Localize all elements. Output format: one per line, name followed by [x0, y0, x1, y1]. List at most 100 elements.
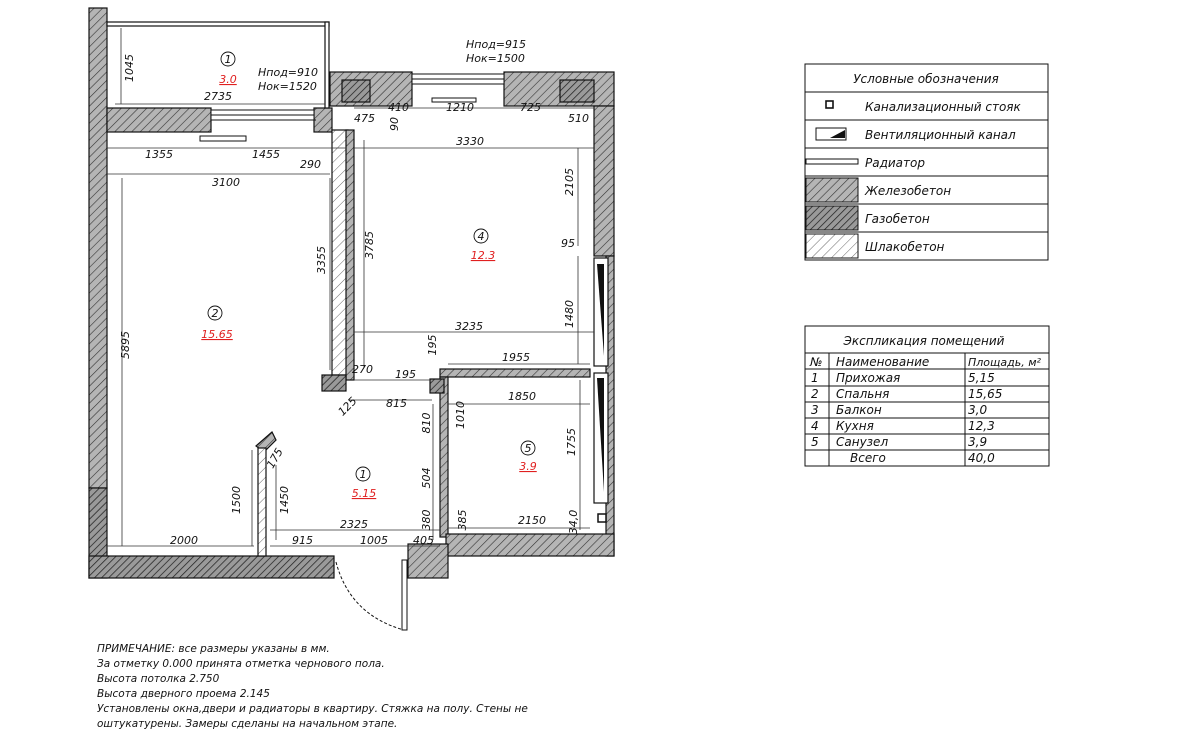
- radiator-kitchen: [431, 97, 477, 103]
- dim-3355: 3355: [315, 246, 328, 274]
- room-4-number: 4: [478, 230, 485, 243]
- room-1-circle: [355, 466, 371, 482]
- room-3-area: 3.0: [219, 73, 237, 86]
- row-2-name: Спальня: [836, 387, 889, 401]
- radiator-bedroom: [199, 135, 247, 142]
- dim-504: 504: [420, 468, 433, 489]
- sewer-riser-icon: [825, 100, 834, 109]
- entrance-door: [335, 559, 408, 631]
- legend-label-5: Шлакобетон: [865, 240, 945, 254]
- explication-header-area: Площадь, м²: [968, 356, 1042, 369]
- window-annotations: Нпод=910 Нок=1520 Нпод=915 Нок=1500: [258, 38, 526, 93]
- wall-balcony-side: [324, 21, 330, 109]
- dim-290: 290: [300, 158, 321, 171]
- dim-90: 90: [388, 117, 401, 131]
- dim-475: 475: [354, 112, 375, 125]
- dim-5895: 5895: [119, 331, 132, 359]
- column-right: [559, 79, 595, 103]
- row-1-name: Прихожая: [836, 371, 900, 385]
- room-1-area: 5.15: [352, 487, 377, 500]
- dim-2000: 2000: [170, 534, 198, 547]
- row-5-name: Санузел: [836, 435, 888, 449]
- partition-kitchen-left: [345, 129, 355, 381]
- dim-2735: 2735: [204, 90, 232, 103]
- room-2-area: 15.65: [201, 328, 233, 341]
- row-4-name: Кухня: [836, 419, 874, 433]
- dim-810: 810: [420, 413, 433, 434]
- dim-2150: 2150: [518, 514, 546, 527]
- kitchen-window-hpod: Нпод=915: [466, 38, 526, 51]
- wall-balcony-parapet: [106, 21, 330, 27]
- dim-1480: 1480: [563, 300, 576, 328]
- dim-1010: 1010: [454, 401, 467, 429]
- dim-3785: 3785: [363, 231, 376, 259]
- wall-bath-top: [439, 368, 591, 378]
- row-4-area: 12,3: [968, 419, 995, 433]
- radiator-icon: [805, 158, 859, 165]
- room-2-number: 2: [212, 307, 219, 320]
- note-line-3: Высота потолка 2.750: [97, 673, 220, 685]
- dim-175: 175: [264, 446, 286, 471]
- dim-195b: 195: [395, 368, 416, 381]
- dim-1955: 1955: [502, 351, 530, 364]
- dim-3235: 3235: [455, 320, 483, 333]
- wall-balcony-right: [313, 107, 333, 133]
- dim-1355: 1355: [145, 148, 173, 161]
- legend-label-2: Радиатор: [865, 156, 925, 170]
- wall-right: [593, 105, 615, 257]
- row-3-name: Балкон: [836, 403, 882, 417]
- room-4-circle: [473, 228, 489, 244]
- reinforced-concrete-icon: [805, 177, 859, 203]
- dim-385: 385: [456, 510, 469, 531]
- dim-1450: 1450: [278, 486, 291, 514]
- dim-410: 410: [388, 101, 409, 114]
- explication-header-num: №: [809, 355, 822, 369]
- legend-label-0: Канализационный стояк: [865, 100, 1022, 114]
- room-4-area: 12.3: [471, 249, 496, 262]
- dim-2325: 2325: [340, 518, 368, 531]
- room-tags: [207, 51, 536, 482]
- vent-shaft-1-fill: [597, 264, 604, 356]
- total-label: Всего: [850, 451, 886, 465]
- note-line-2: За отметку 0.000 принята отметка черново…: [97, 658, 385, 670]
- wall-kitchen-top-right: [503, 71, 615, 107]
- column-left: [341, 79, 371, 103]
- explication-header-name: Наименование: [836, 355, 929, 369]
- dim-1755: 1755: [565, 428, 578, 456]
- room-5-circle: [520, 440, 536, 456]
- wall-hall-left: [257, 447, 267, 557]
- wall-bottom-right: [445, 533, 615, 557]
- aerated-concrete-icon: [805, 205, 859, 231]
- room-1-number: 1: [360, 468, 367, 481]
- row-1-num: 1: [811, 371, 819, 385]
- dim-380: 380: [420, 510, 433, 531]
- note-line-4: Высота дверного проема 2.145: [97, 688, 270, 700]
- dim-1455: 1455: [252, 148, 280, 161]
- row-5-area: 3,9: [968, 435, 987, 449]
- note-line-6: оштукатурены. Замеры сделаны на начально…: [97, 718, 398, 730]
- dim-3330: 3330: [456, 135, 484, 148]
- wall-left: [88, 7, 108, 489]
- row-3-area: 3,0: [968, 403, 987, 417]
- row-4-num: 4: [811, 419, 819, 433]
- row-2-num: 2: [811, 387, 819, 401]
- row-3-num: 3: [811, 403, 819, 417]
- dim-195a: 195: [426, 335, 439, 356]
- dim-340: 34,0: [567, 510, 580, 535]
- dim-510: 510: [568, 112, 589, 125]
- kitchen-window-hok: Нок=1500: [466, 52, 525, 65]
- wall-hall-stub: [429, 378, 445, 394]
- slag-concrete-icon: [805, 233, 859, 259]
- dim-3100: 3100: [212, 176, 240, 189]
- dimension-lines: [107, 28, 594, 547]
- dim-125: 125: [336, 395, 360, 419]
- room-3-number: 1: [225, 53, 232, 66]
- total-value: 40,0: [968, 451, 995, 465]
- note-line-1: ПРИМЕЧАНИЕ: все размеры указаны в мм.: [97, 643, 330, 655]
- explication-table: Экспликация помещений № Наименование Пло…: [804, 325, 1050, 467]
- wall-bath-left: [439, 376, 449, 538]
- wall-entrance-right: [407, 543, 449, 579]
- dimension-texts: 1045 2735 1355 1455 290 3100 5895 3355 3…: [119, 54, 589, 547]
- dim-815: 815: [386, 397, 407, 410]
- room-2-circle: [207, 305, 223, 321]
